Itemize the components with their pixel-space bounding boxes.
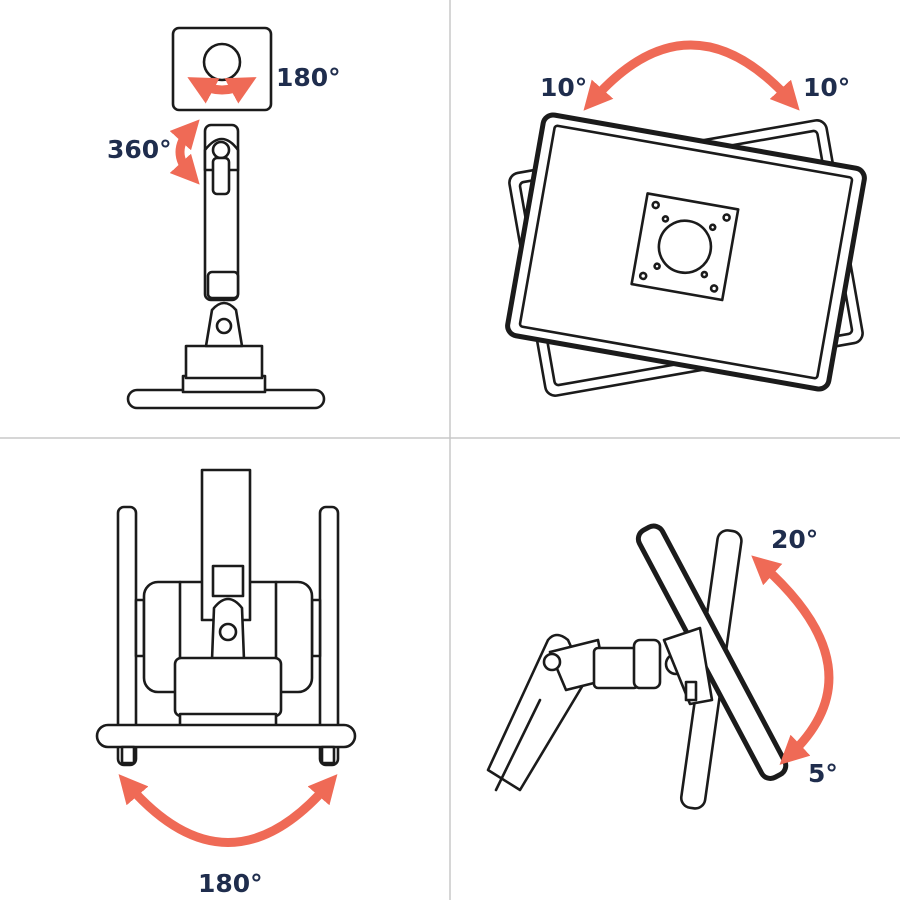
tilt-left-label: 10° — [540, 73, 587, 102]
vesa-hole — [722, 213, 731, 222]
clamp-pivot-top — [218, 622, 238, 642]
vesa-hole — [709, 284, 719, 293]
vesa-center-ring — [657, 219, 713, 275]
arm-pole-top-view — [200, 468, 252, 622]
clamp-body-top — [173, 656, 283, 718]
arm-elbow-pivot — [542, 652, 562, 672]
vesa-pivot-ring — [202, 42, 242, 82]
tilt-down-label: 5° — [808, 759, 838, 788]
tilt-up-label: 20° — [771, 525, 818, 554]
vesa-hole — [653, 262, 661, 270]
head-slot — [211, 156, 231, 196]
vesa-hole — [638, 271, 648, 281]
panel-screen-tilt: 10° 10° — [505, 40, 867, 397]
rotation-label: 180° — [276, 63, 341, 92]
tilt-range-arrow — [751, 555, 834, 765]
panel-rotation-swivel: 180° 360° — [107, 26, 341, 410]
panel-pan: 180° — [95, 468, 357, 898]
desk-base-top — [95, 723, 357, 749]
tilt-bracket-tab — [684, 680, 698, 702]
base-leg-right — [320, 745, 336, 765]
arm-tilt-head — [632, 638, 662, 690]
head-pivot — [211, 140, 231, 160]
clamp-body — [184, 344, 264, 380]
pan-label: 180° — [198, 869, 263, 898]
clamp-pivot — [215, 317, 233, 335]
arm-forearm — [592, 646, 640, 690]
rotation-arrow — [187, 77, 257, 104]
vesa-hole — [651, 200, 660, 210]
tilt-right-label: 10° — [803, 73, 850, 102]
swivel-arrow — [169, 119, 200, 185]
pan-arrow — [118, 774, 338, 847]
vesa-hole — [708, 223, 717, 232]
vesa-hole — [661, 215, 670, 223]
arm-lower-edge — [494, 698, 542, 792]
tilt-arrow — [583, 40, 800, 111]
swivel-label: 360° — [107, 135, 172, 164]
panel-side-tilt: 20° 5° — [486, 523, 838, 810]
vesa-hole — [700, 270, 709, 279]
pole-collar — [211, 564, 245, 598]
tilt-bracket — [662, 626, 714, 706]
pole-lower-joint — [206, 270, 240, 300]
base-leg-left — [120, 745, 136, 765]
